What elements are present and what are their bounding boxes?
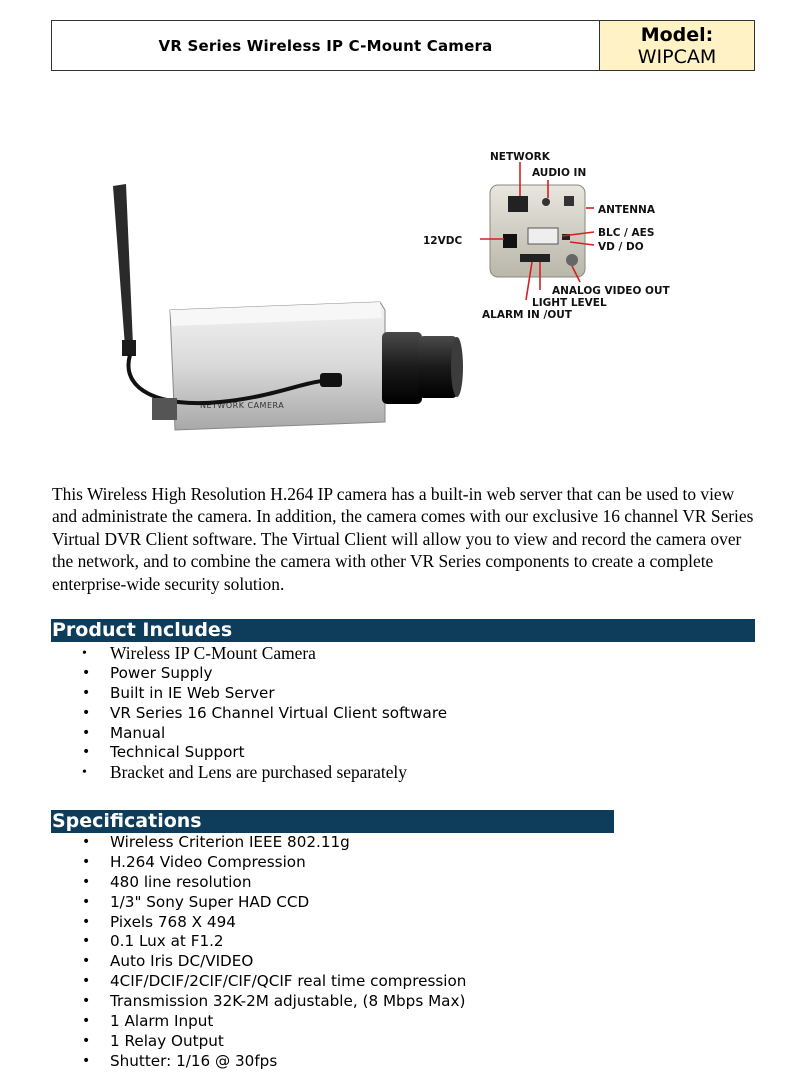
connector-icon (320, 373, 342, 387)
list-item: Wireless IP C-Mount Camera (79, 643, 447, 664)
list-item: Auto Iris DC/VIDEO (79, 952, 466, 972)
section-header-product-includes: Product Includes (51, 619, 755, 642)
label-light-level: LIGHT LEVEL (532, 297, 607, 309)
label-12vdc: 12VDC (423, 235, 462, 247)
cable-icon (126, 354, 336, 406)
camera-body: NETWORK CAMERA (169, 301, 386, 431)
product-includes-list: Wireless IP C-Mount Camera Power Supply … (79, 643, 447, 783)
document-header: VR Series Wireless IP C-Mount Camera Mod… (51, 20, 755, 71)
section-header-specifications: Specifications (51, 810, 614, 833)
list-item: 1 Alarm Input (79, 1012, 466, 1032)
list-item: 0.1 Lux at F1.2 (79, 932, 466, 952)
list-item: Transmission 32K-2M adjustable, (8 Mbps … (79, 992, 466, 1012)
model-label: Model: (640, 23, 714, 46)
list-item: 1/3" Sony Super HAD CCD (79, 893, 466, 913)
label-alarm-in-out: ALARM IN /OUT (482, 309, 573, 321)
list-item: 1 Relay Output (79, 1032, 466, 1052)
list-item: Shutter: 1/16 @ 30fps (79, 1052, 466, 1072)
label-antenna: ANTENNA (598, 204, 656, 216)
label-audio-in: AUDIO IN (532, 167, 586, 179)
list-item: 480 line resolution (79, 873, 466, 893)
intro-paragraph: This Wireless High Resolution H.264 IP c… (52, 484, 754, 594)
list-item: Manual (79, 724, 447, 744)
label-blc-aes: BLC / AES (598, 227, 654, 239)
callout-lines (480, 162, 595, 301)
label-vd-do: VD / DO (598, 241, 644, 253)
model-value: WIPCAM (637, 45, 717, 68)
rear-panel (489, 184, 586, 278)
list-item: Technical Support (79, 743, 447, 763)
specifications-list: Wireless Criterion IEEE 802.11g H.264 Vi… (79, 833, 466, 1072)
document-title: VR Series Wireless IP C-Mount Camera (158, 36, 493, 55)
lens-icon (382, 332, 463, 404)
label-network: NETWORK (490, 151, 551, 163)
list-item: Pixels 768 X 494 (79, 913, 466, 933)
antenna-icon (113, 184, 136, 356)
list-item: Built in IE Web Server (79, 684, 447, 704)
list-item: 4CIF/DCIF/2CIF/CIF/QCIF real time compre… (79, 972, 466, 992)
list-item: H.264 Video Compression (79, 853, 466, 873)
camera-illustration: NETWORK CAMERA (113, 151, 671, 431)
camera-body-label: NETWORK CAMERA (200, 401, 284, 410)
camera-figure: NETWORK CAMERA (100, 140, 680, 440)
list-item: Wireless Criterion IEEE 802.11g (79, 833, 466, 853)
list-item: VR Series 16 Channel Virtual Client soft… (79, 704, 447, 724)
list-item: Bracket and Lens are purchased separatel… (79, 762, 447, 783)
label-analog-video-out: ANALOG VIDEO OUT (552, 285, 671, 297)
model-cell: Model: WIPCAM (599, 21, 754, 70)
list-item: Power Supply (79, 664, 447, 684)
